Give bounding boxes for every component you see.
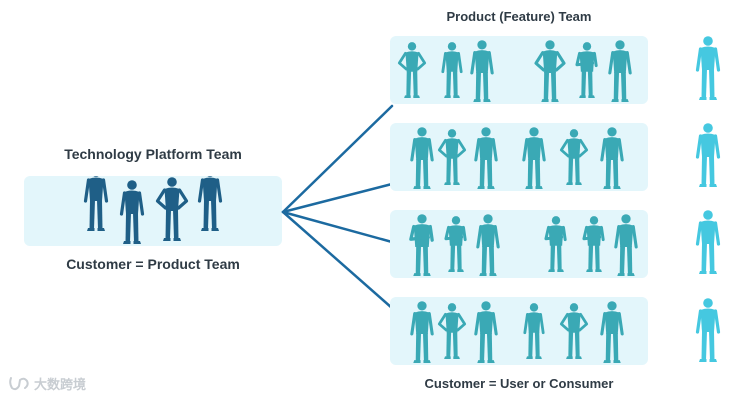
product-team-row-1-members <box>397 40 632 102</box>
product-member-r4-4 <box>523 303 545 359</box>
watermark: 大数跨境 <box>8 372 86 394</box>
product-member-r3-4 <box>544 216 567 272</box>
platform-team-members <box>83 176 223 244</box>
platform-member-4 <box>197 176 223 231</box>
platform-team-title: Technology Platform Team <box>64 146 242 162</box>
product-teams-title: Product (Feature) Team <box>446 9 592 24</box>
product-member-r3-5 <box>582 216 605 272</box>
product-member-r4-5 <box>559 303 589 359</box>
product-team-row-1 <box>390 36 648 104</box>
product-member-r4-1 <box>410 301 434 363</box>
product-member-r2-5 <box>559 129 589 185</box>
product-member-r1-1 <box>397 42 427 98</box>
product-teams-caption: Customer = User or Consumer <box>424 376 614 391</box>
product-member-r1-5 <box>575 42 598 98</box>
product-team-row-4-members <box>410 301 624 363</box>
product-member-r1-3 <box>470 40 494 102</box>
product-team-row-2-members <box>410 127 624 189</box>
consumer-1 <box>695 36 721 100</box>
platform-team-panel <box>24 176 282 246</box>
platform-member-3 <box>155 177 189 241</box>
product-member-r2-1 <box>410 127 434 189</box>
connector-line-2 <box>281 182 394 214</box>
connector-line-4 <box>281 210 394 310</box>
product-member-r2-4 <box>522 127 546 189</box>
product-team-row-3 <box>390 210 648 278</box>
connector-line-3 <box>281 210 394 244</box>
product-member-r4-3 <box>474 301 498 363</box>
platform-member-2 <box>119 180 145 244</box>
product-member-r3-3 <box>476 214 500 276</box>
product-member-r3-6 <box>614 214 638 276</box>
product-member-r1-6 <box>608 40 632 102</box>
product-member-r3-1 <box>409 214 434 276</box>
product-member-r3-2 <box>444 216 467 272</box>
product-member-r1-2 <box>441 42 463 98</box>
consumer-2 <box>695 123 721 187</box>
product-member-r4-2 <box>437 303 467 359</box>
platform-team-caption: Customer = Product Team <box>66 256 240 272</box>
product-team-row-2 <box>390 123 648 191</box>
product-member-r2-2 <box>437 129 467 185</box>
product-team-row-3-members <box>409 214 638 276</box>
consumer-column <box>695 36 721 362</box>
connector-line-1 <box>281 104 394 214</box>
product-team-row-4 <box>390 297 648 365</box>
consumer-3 <box>695 210 721 274</box>
consumer-4 <box>695 298 721 362</box>
product-member-r1-4 <box>534 40 566 102</box>
logo-icon <box>9 377 29 391</box>
platform-member-1 <box>83 176 109 231</box>
product-member-r4-6 <box>600 301 624 363</box>
product-member-r2-6 <box>600 127 624 189</box>
watermark-text: 大数跨境 <box>34 376 87 392</box>
product-member-r2-3 <box>474 127 498 189</box>
